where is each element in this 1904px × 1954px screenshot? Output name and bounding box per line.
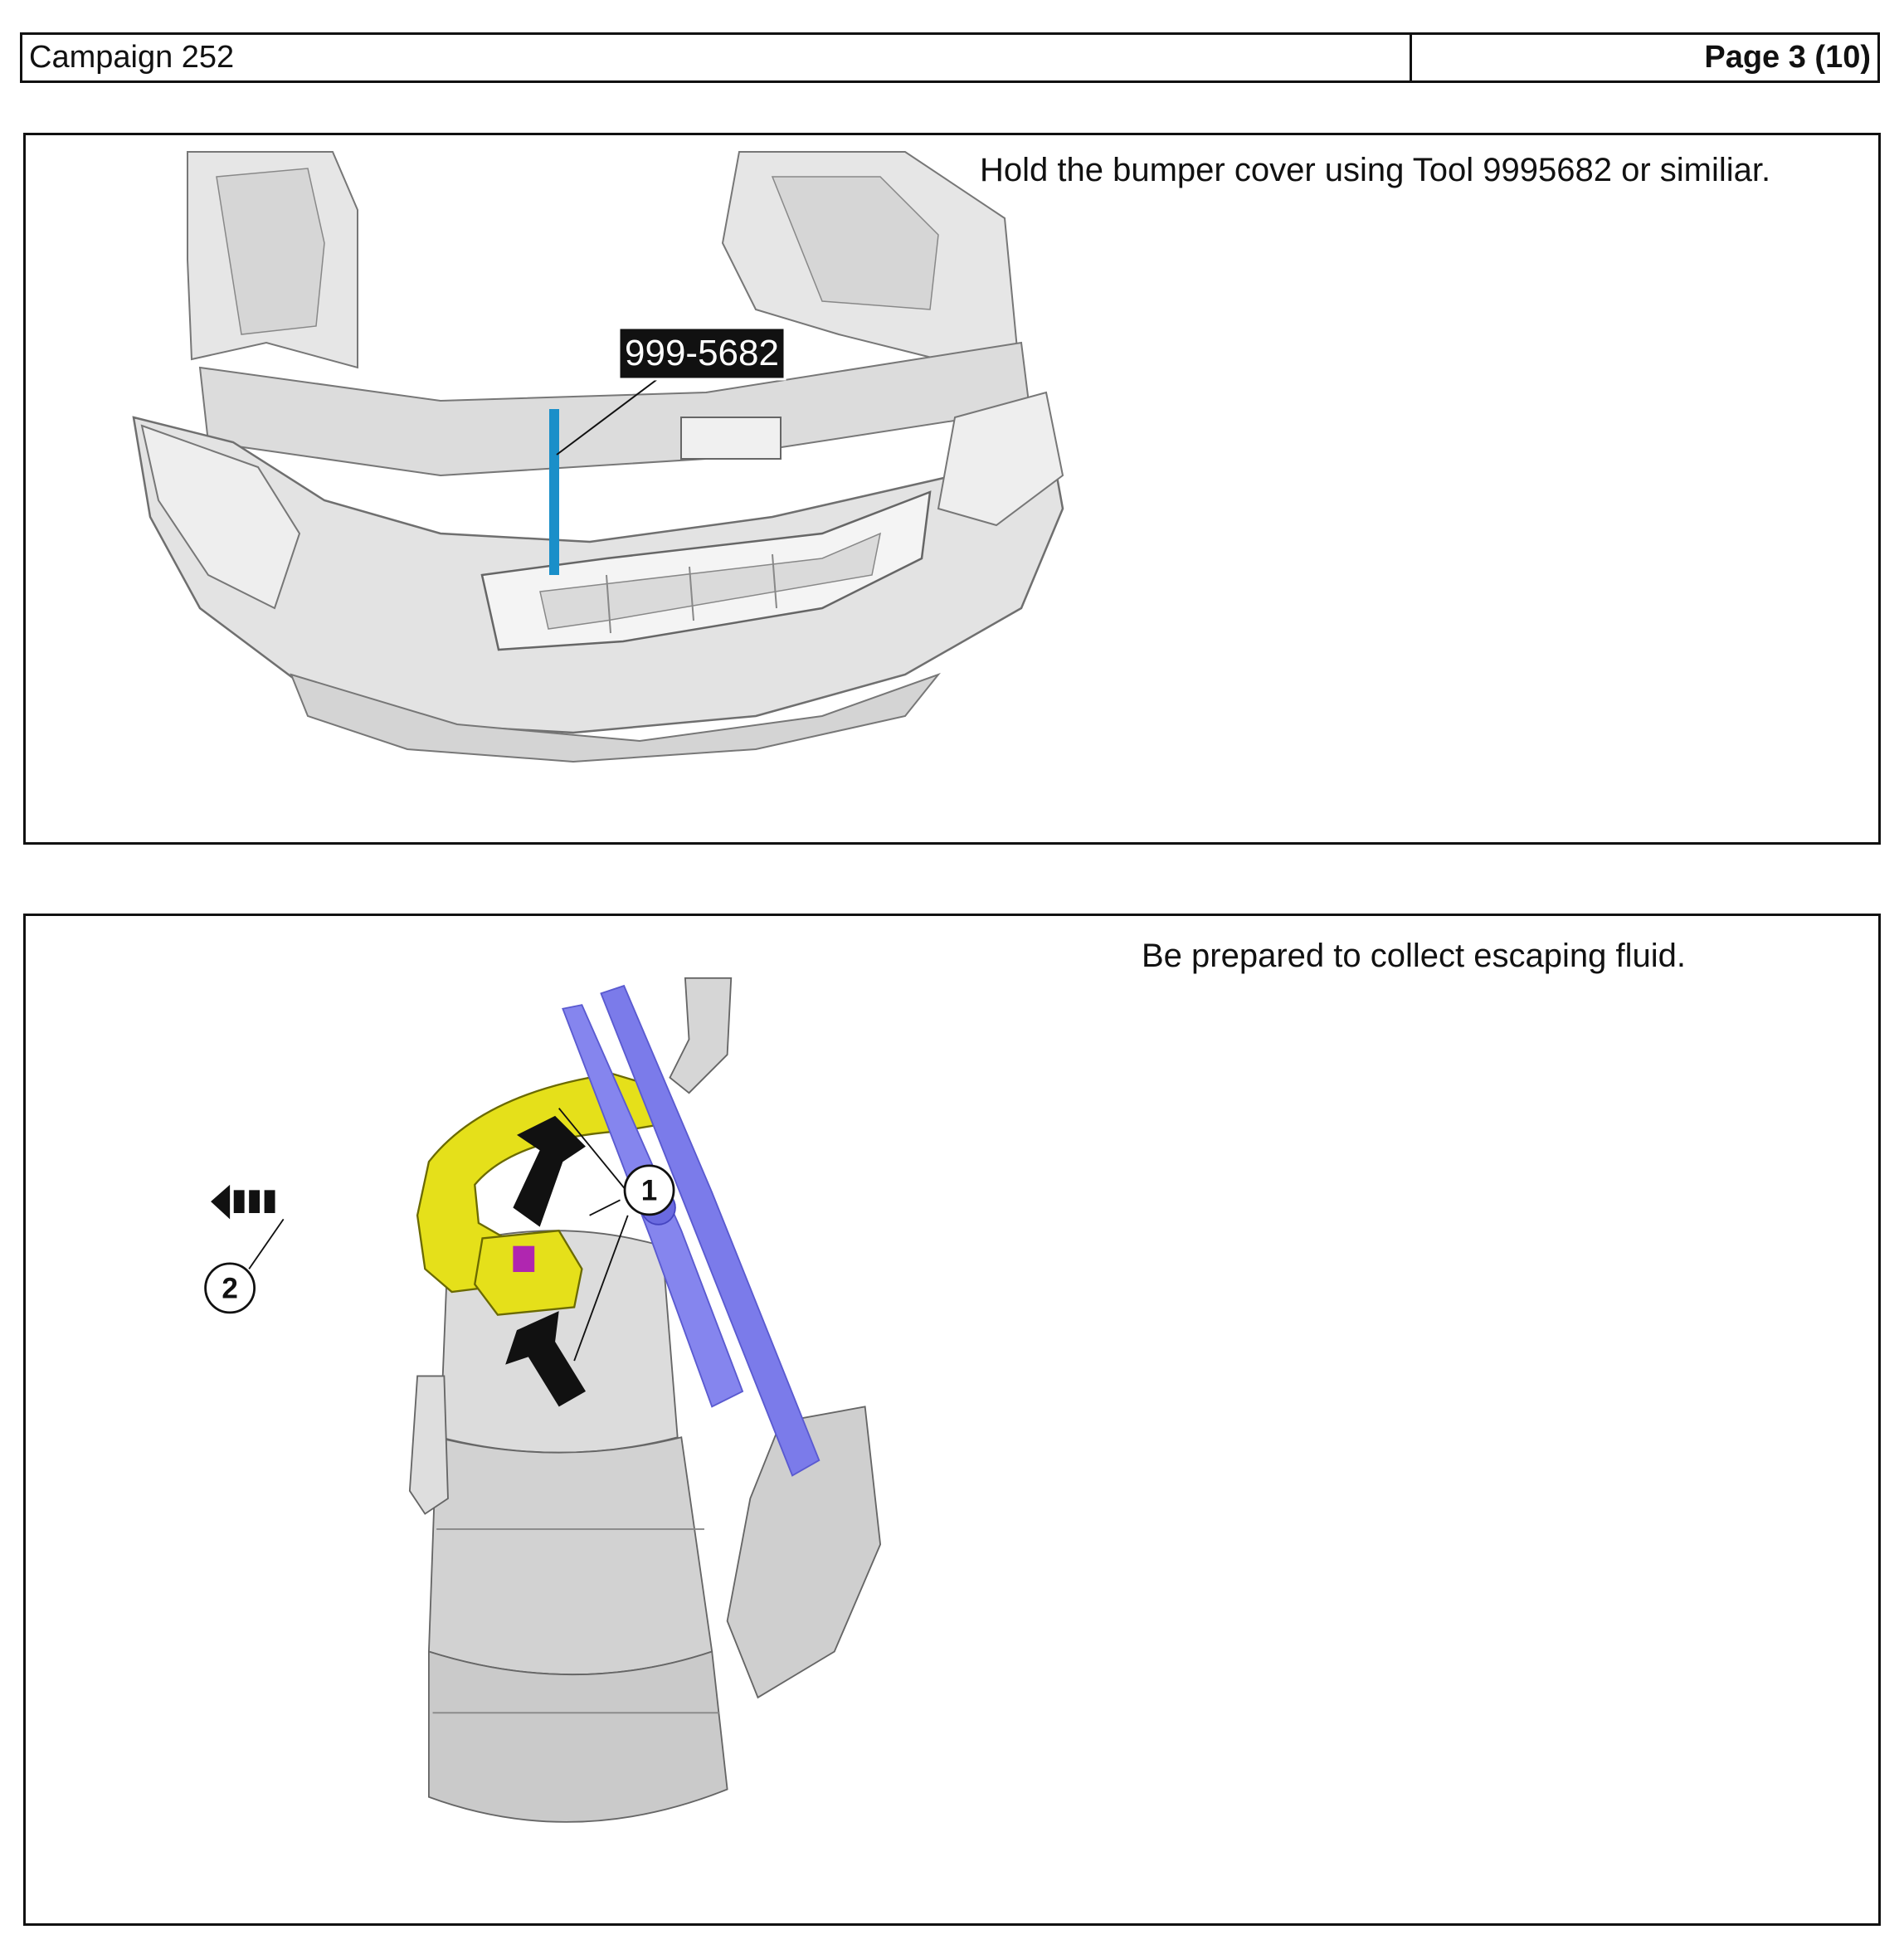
- campaign-label: Campaign 252: [22, 35, 1412, 80]
- bumper-cover-illustration: 999-5682: [132, 151, 1064, 763]
- svg-text:2: 2: [222, 1272, 237, 1304]
- page-number: Page 3 (10): [1704, 40, 1871, 75]
- tool-label: 999-5682: [625, 333, 779, 373]
- step-2-frame: 1 2 Be prepared to collect escaping flui…: [23, 914, 1881, 1926]
- support-tool-bar: [549, 409, 559, 575]
- pull-direction-arrow-icon: [211, 1184, 275, 1220]
- step-2-instruction: Be prepared to collect escaping fluid.: [1142, 938, 1686, 974]
- fluid-hose-illustration: 1 2: [204, 977, 882, 1823]
- callout-1: 1: [623, 1164, 675, 1216]
- step-1-instruction: Hold the bumper cover using Tool 9995682…: [980, 152, 1771, 188]
- callout-2: 2: [204, 1262, 256, 1314]
- tool-callout: 999-5682: [617, 326, 786, 381]
- page-header: Campaign 252 Page 3 (10): [20, 32, 1880, 83]
- svg-text:1: 1: [641, 1174, 657, 1206]
- push-arrow-bottom-icon: [505, 1311, 586, 1407]
- step-1-frame: 999-5682 Hold the bumper cover using Too…: [23, 133, 1881, 845]
- release-clip: [513, 1245, 535, 1273]
- push-arrow-top-icon: [513, 1115, 586, 1227]
